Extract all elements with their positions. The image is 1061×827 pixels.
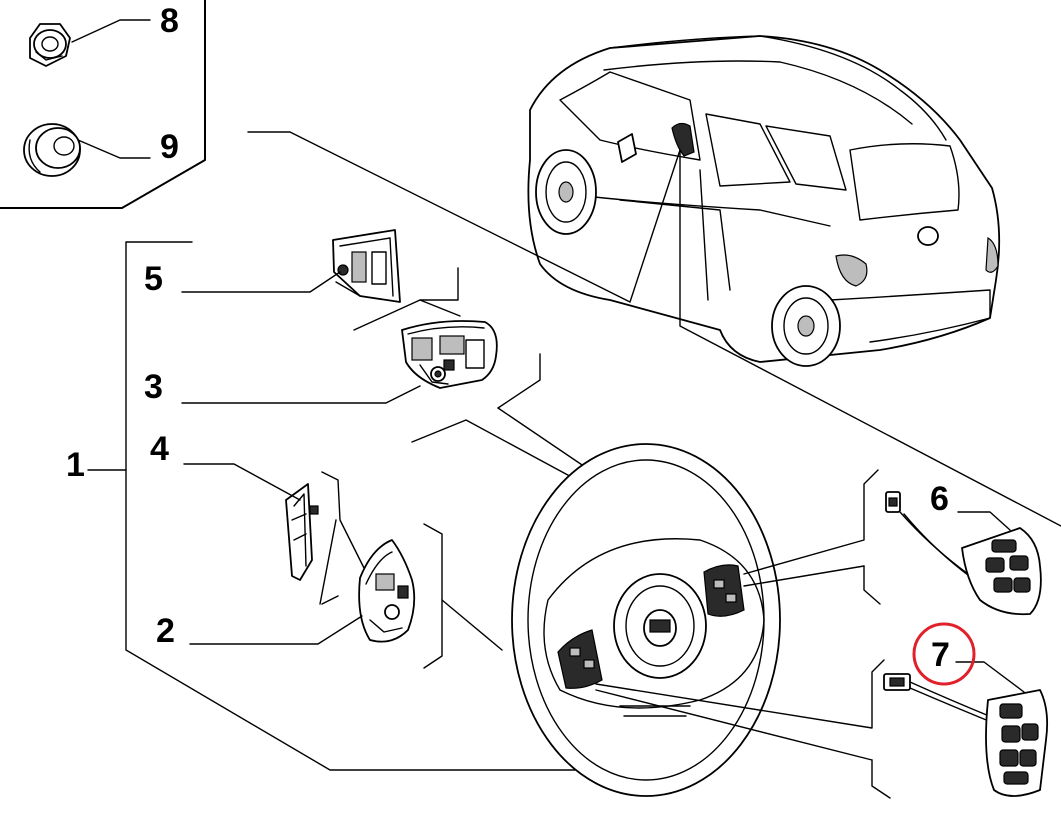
leader-6-wheel — [743, 565, 865, 587]
bracket-3-upper — [353, 267, 459, 331]
inset-frame — [0, 0, 206, 209]
callout-3[interactable]: 3 — [144, 368, 163, 406]
bracket-7-lower — [871, 759, 891, 799]
callout-7[interactable]: 7 — [931, 636, 950, 674]
leader-car-1 — [247, 131, 681, 303]
callout-8[interactable]: 8 — [160, 2, 179, 40]
car-illustration — [527, 35, 1001, 367]
callout-1[interactable]: 1 — [66, 446, 85, 484]
leader-9 — [77, 139, 151, 159]
leader-car-2 — [679, 149, 1061, 527]
leader-7-wheel — [595, 689, 873, 761]
callout-6[interactable]: 6 — [930, 480, 949, 518]
leader-8 — [71, 19, 151, 43]
leader-6 — [957, 511, 1011, 531]
bracket-2-lower — [321, 595, 339, 605]
leader-hub-bracket — [497, 353, 541, 409]
highlight-circle — [912, 622, 976, 686]
leader-3 — [181, 385, 421, 404]
steering-wheel[interactable] — [511, 443, 781, 797]
part-6-switch-module[interactable] — [885, 491, 1042, 616]
bracket-6-lower — [863, 565, 881, 605]
bracket-2 — [321, 471, 365, 569]
leader-2 — [189, 615, 363, 645]
callout-4[interactable]: 4 — [150, 430, 169, 468]
bracket-2-right — [423, 523, 443, 669]
part-9-grommet[interactable] — [23, 123, 81, 177]
bracket-7 — [595, 659, 885, 729]
leader-7 — [955, 661, 1025, 693]
callout-2[interactable]: 2 — [156, 612, 175, 650]
part-2-cover[interactable] — [358, 539, 416, 643]
leader-4 — [183, 463, 301, 501]
part-5-bracket[interactable] — [332, 229, 401, 303]
bracket-6 — [743, 469, 879, 575]
part-7-switch-module[interactable] — [883, 673, 1049, 797]
part-3-module[interactable] — [401, 320, 498, 389]
leader-2-wheel — [441, 599, 503, 651]
callout-9[interactable]: 9 — [160, 128, 179, 166]
part-8-nut[interactable] — [29, 23, 71, 67]
group-1-bracket — [87, 241, 576, 771]
bracket-3-tick — [419, 299, 461, 317]
leader-5 — [181, 271, 341, 293]
callout-5[interactable]: 5 — [144, 260, 163, 298]
bracket-2-tick — [319, 519, 337, 605]
part-4-clip[interactable] — [285, 483, 319, 581]
